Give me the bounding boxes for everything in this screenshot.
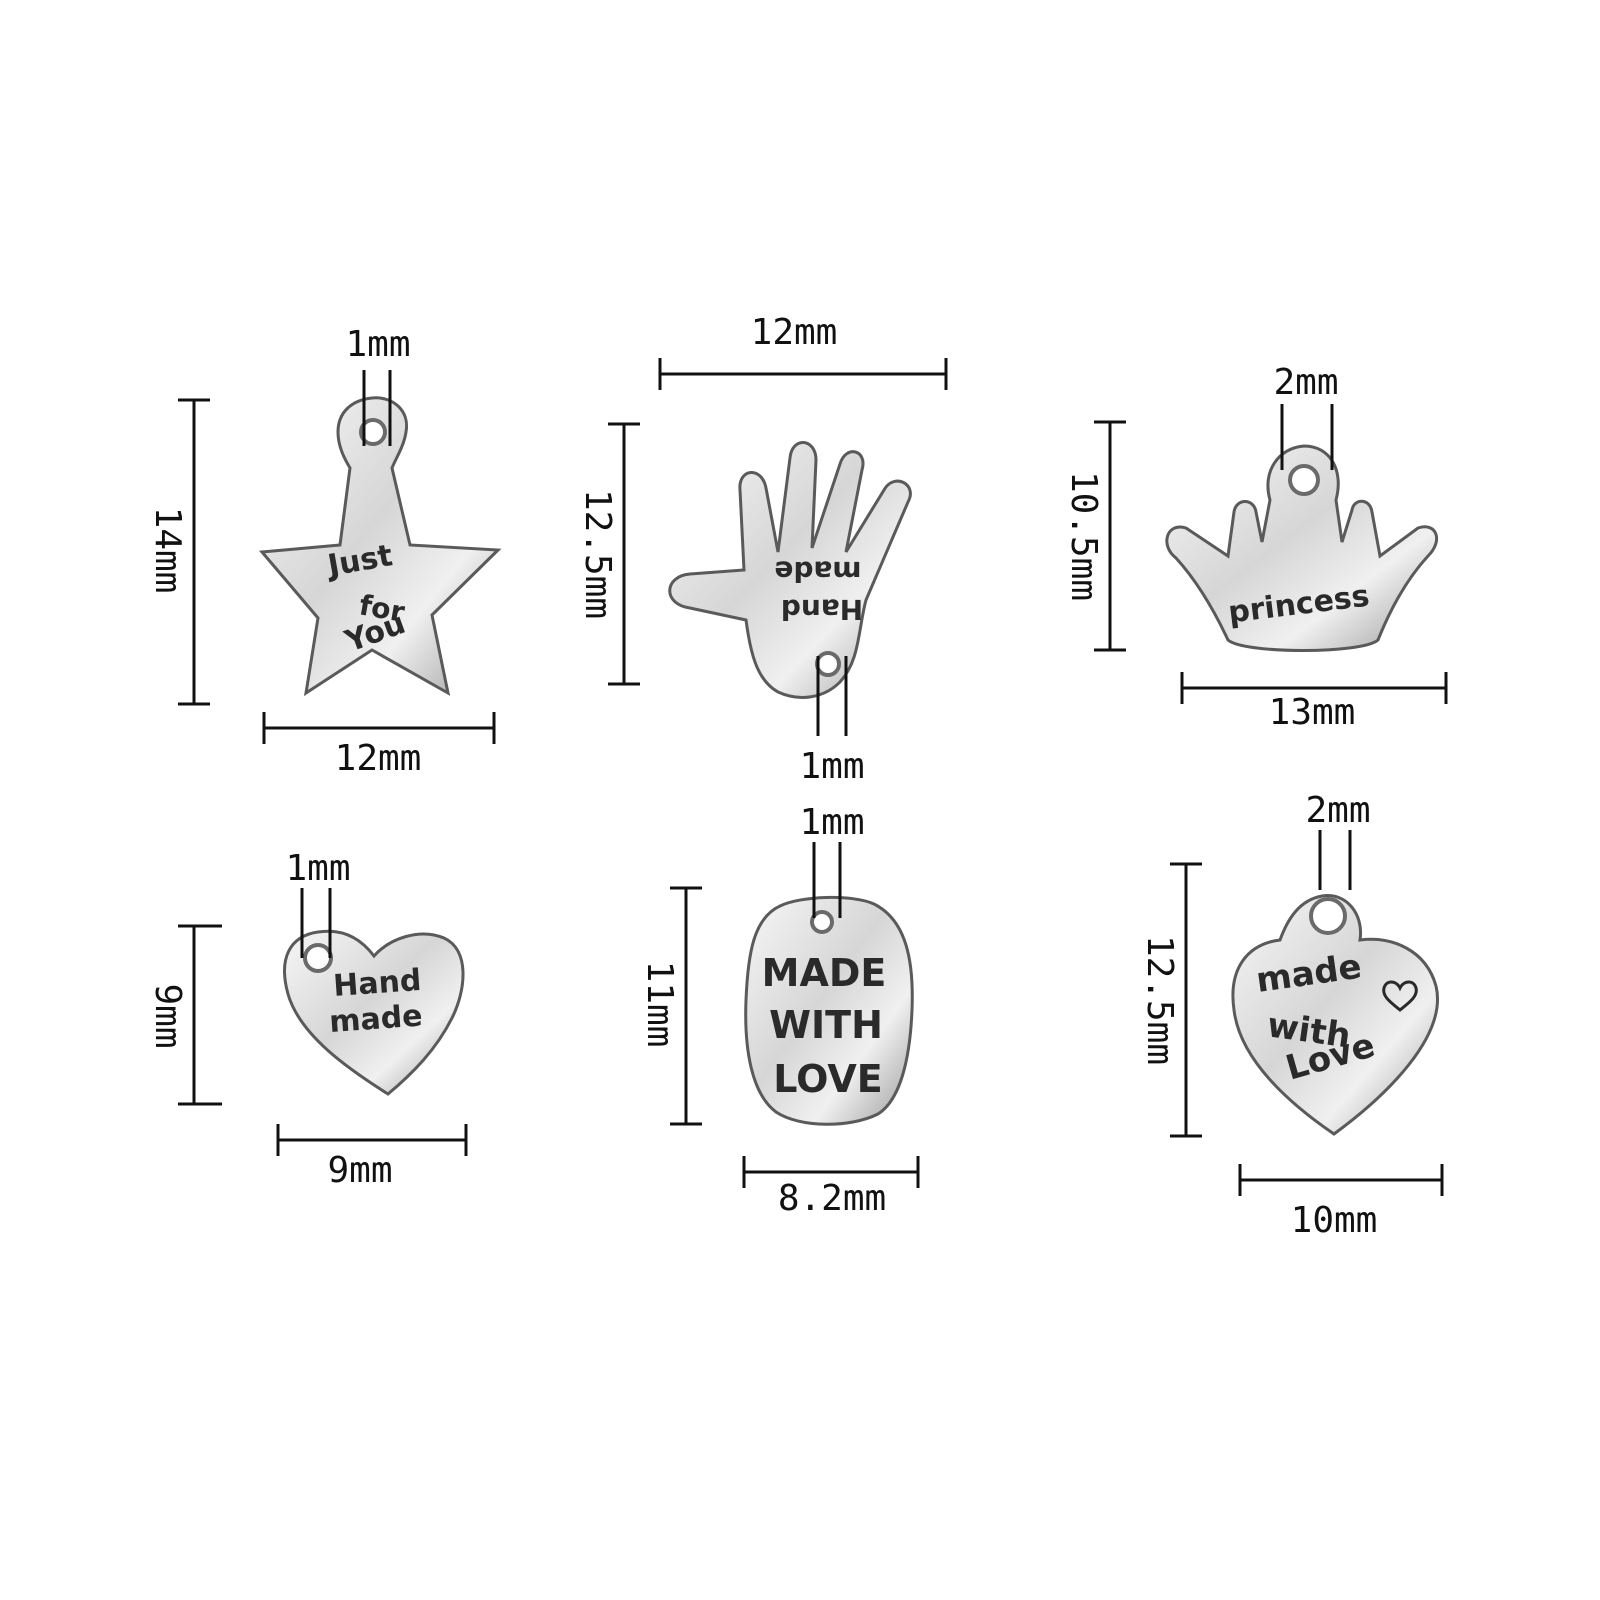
crown-height-label: 10.5mm: [1063, 471, 1104, 601]
star-charm: Just for You 14mm 12mm 1mm: [147, 324, 502, 779]
star-loop-label: 1mm: [345, 324, 410, 365]
heart-width-label: 10mm: [1291, 1200, 1378, 1241]
tag-loop-label: 1mm: [799, 802, 864, 843]
small-heart-height-label: 9mm: [147, 983, 188, 1048]
small-heart-width-label: 9mm: [327, 1150, 392, 1191]
star-width-label: 12mm: [335, 738, 422, 779]
crown-width-label: 13mm: [1269, 692, 1356, 733]
hand-charm: made Hand 12.5mm 12mm 1mm: [577, 312, 948, 787]
star-height-label: 14mm: [147, 507, 188, 594]
tag-width-label: 8.2mm: [778, 1178, 886, 1219]
star-charm-body: [258, 396, 502, 697]
heart-charm-loop-hole: [1309, 897, 1347, 935]
crown-charm-loop-hole: [1288, 464, 1320, 496]
tag-height-label: 11mm: [639, 961, 680, 1048]
heart-height-label: 12.5mm: [1139, 935, 1180, 1065]
tag-engraving-line-1: MADE: [762, 951, 887, 995]
small-heart-icon: [1382, 980, 1418, 1012]
hand-loop-label: 1mm: [799, 746, 864, 787]
hand-engraving-line-2: Hand: [781, 593, 863, 626]
tag-charm-loop-hole: [810, 910, 834, 934]
heart-charm: made with Love 12.5mm 10mm 2mm: [1139, 790, 1444, 1241]
tag-engraving-line-2: WITH: [769, 1003, 883, 1047]
crown-charm-body: [1165, 444, 1439, 652]
heart-loop-label: 2mm: [1305, 790, 1370, 831]
small-heart-engraving-line-1: Hand: [332, 963, 422, 1004]
hand-width-label: 12mm: [751, 312, 838, 353]
tag-engraving-line-3: LOVE: [773, 1057, 883, 1101]
hand-charm-loop-hole: [815, 651, 841, 677]
crown-loop-label: 2mm: [1273, 362, 1338, 403]
tag-charm: MADE WITH LOVE 11mm 8.2mm 1mm: [639, 802, 920, 1219]
star-charm-loop-hole: [359, 418, 387, 446]
small-heart-engraving-line-2: made: [328, 999, 424, 1040]
small-heart-charm-body: [283, 929, 465, 1096]
hand-height-label: 12.5mm: [577, 489, 618, 619]
small-heart-loop-label: 1mm: [285, 848, 350, 889]
hand-engraving-line-1: made: [774, 555, 861, 588]
small-heart-loop-hole: [303, 943, 333, 973]
heart-charm-body: [1231, 894, 1439, 1136]
crown-charm: princess 10.5mm 13mm 2mm: [1063, 362, 1448, 733]
tag-charm-body: [744, 896, 914, 1126]
star-engraving-line-2: for: [357, 588, 407, 628]
small-heart-charm: Hand made 9mm 9mm 1mm: [147, 848, 468, 1191]
hand-charm-body: [668, 441, 912, 699]
